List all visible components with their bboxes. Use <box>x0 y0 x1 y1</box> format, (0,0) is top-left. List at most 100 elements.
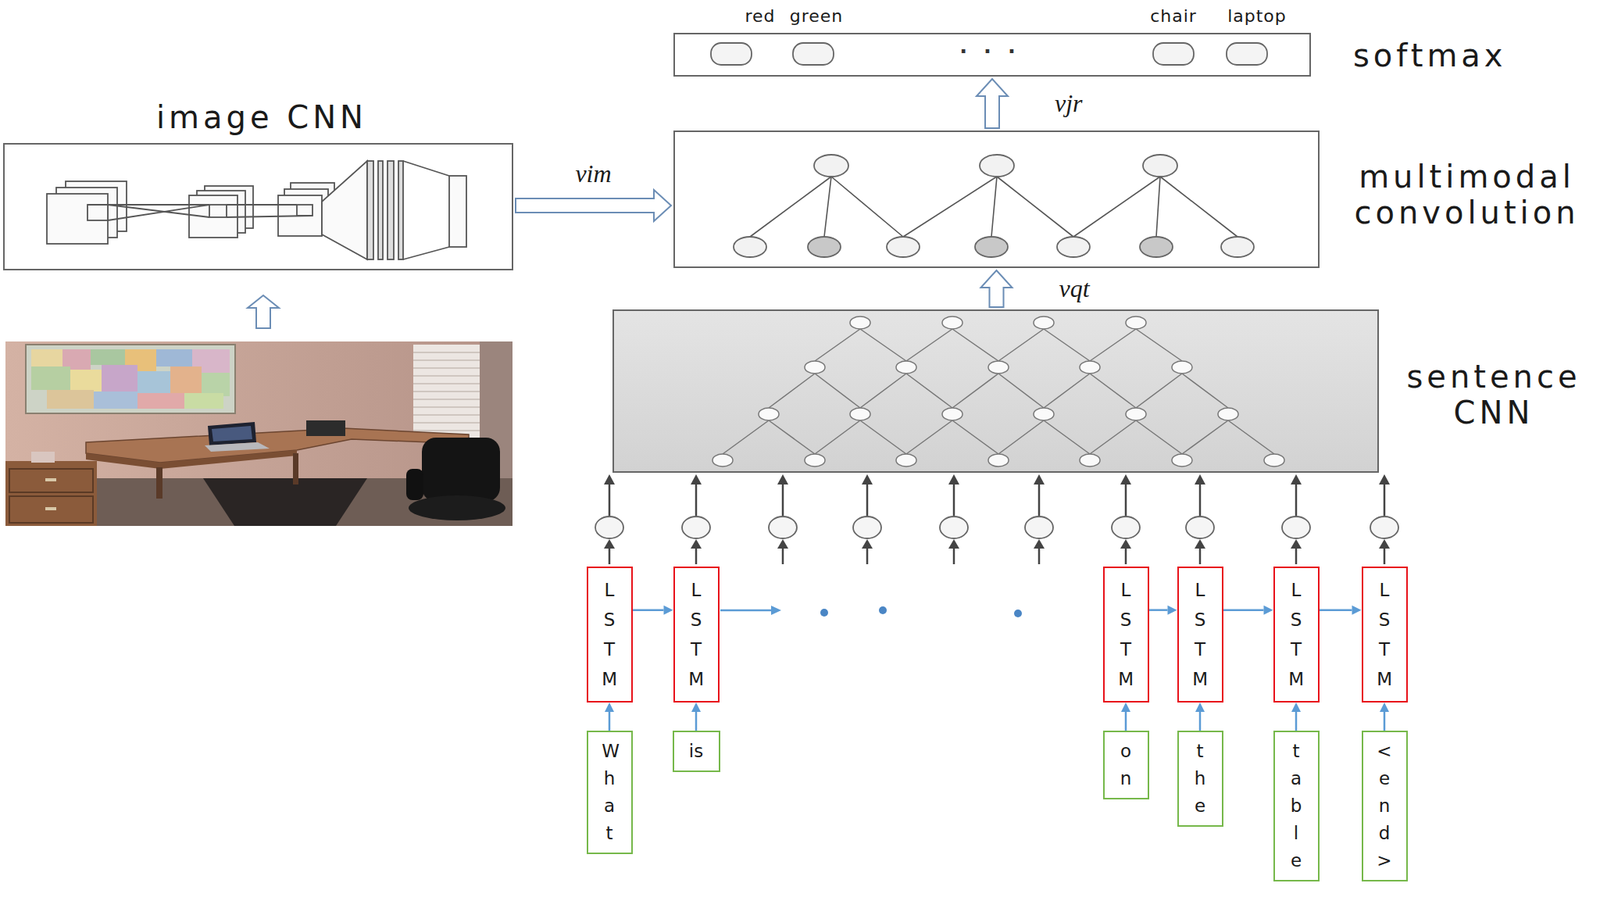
word-label: on <box>1117 737 1134 793</box>
multimodal-tree <box>886 236 920 258</box>
room-photo <box>101 364 138 392</box>
arrow-head <box>1167 605 1178 615</box>
embedding-circles <box>853 516 882 539</box>
softmax-units <box>792 42 834 65</box>
sentence-cnn-lattice <box>988 453 1009 467</box>
sentence-cnn-lattice <box>942 407 963 421</box>
sequence-arrow <box>1223 605 1274 615</box>
cnn-illustration <box>87 204 210 221</box>
room-photo <box>85 453 161 469</box>
multimodal-tree <box>807 236 841 258</box>
arrow-heads <box>948 474 960 485</box>
arrow-heads <box>948 539 960 549</box>
class-label: green <box>789 6 844 26</box>
word-label: table <box>1288 737 1304 875</box>
room-photo <box>204 442 270 452</box>
arrow-head <box>1195 702 1205 712</box>
sequence-arrow <box>1195 702 1205 731</box>
sentence-cnn-lattice <box>1033 407 1054 421</box>
arrow-heads <box>777 539 789 549</box>
arrow-line <box>1149 608 1168 611</box>
box-title: multimodal convolution <box>1338 158 1596 231</box>
arrow-heads <box>1378 474 1390 485</box>
arrow-heads <box>1033 539 1045 549</box>
arrow-line <box>1199 711 1202 731</box>
vector-label: νqt <box>1059 274 1090 304</box>
room-photo <box>160 450 297 469</box>
cnn-illustration <box>398 160 404 260</box>
arrow-heads <box>1290 474 1302 485</box>
embedding-circles <box>1282 516 1311 539</box>
arrow-heads <box>1290 539 1302 549</box>
sentence-cnn-lattice <box>1033 316 1054 329</box>
cell-label: LSTM <box>1288 575 1304 694</box>
multimodal-tree <box>814 154 849 177</box>
cell-label: LSTM <box>1117 575 1134 694</box>
cnn-illustration <box>378 160 383 260</box>
word-label: <end> <box>1376 737 1393 875</box>
sentence-cnn-lattice <box>722 328 1275 454</box>
sentence-cnn-lattice <box>804 360 825 374</box>
arrow-line <box>695 711 698 731</box>
room-photo <box>45 478 57 482</box>
room-photo <box>156 349 193 367</box>
room-photo <box>5 460 97 526</box>
recurrence-continuation <box>720 609 772 612</box>
cnn-illustration <box>321 160 368 260</box>
softmax-units <box>710 42 752 65</box>
multimodal-tree <box>979 154 1015 177</box>
room-photo <box>413 344 480 441</box>
sentence-cnn-lattice <box>1125 407 1147 421</box>
room-photo <box>90 349 125 365</box>
recurrence-continuation <box>820 608 829 617</box>
hollow-arrow-shape <box>515 189 672 222</box>
room-photo <box>31 451 55 463</box>
hollow-arrow-connector <box>981 270 1013 308</box>
sentence-cnn-lattice <box>942 316 963 329</box>
sentence-cnn-fill <box>613 310 1379 472</box>
lstm-cell: LSTM <box>1273 566 1320 703</box>
multimodal-tree <box>1142 154 1178 177</box>
lstm-cell: LSTM <box>586 566 633 703</box>
arrow-heads <box>1194 474 1206 485</box>
arrow-heads <box>1120 474 1132 485</box>
recurrence-continuation <box>1014 609 1022 618</box>
room-photo <box>170 366 202 393</box>
sentence-cnn-lattice <box>712 316 1285 467</box>
embedding-circles <box>768 516 797 539</box>
sentence-cnn-lattice <box>712 316 1285 467</box>
lstm-cell: LSTM <box>1361 566 1408 703</box>
arrow-head <box>1121 702 1131 712</box>
arrow-heads <box>690 474 702 485</box>
arrow-heads <box>777 474 789 485</box>
sentence-cnn-lattice <box>1079 453 1100 467</box>
arrow-head <box>1352 605 1362 615</box>
embedding-circles <box>595 516 1399 539</box>
sentence-cnn-lattice <box>850 407 871 421</box>
vector-label: νim <box>575 159 611 189</box>
multimodal-tree <box>1057 236 1090 258</box>
arrow-line <box>608 711 611 731</box>
cnn-illustration <box>367 160 374 260</box>
arrow-head <box>664 605 674 615</box>
multimodal-convolution-box: multimodal convolution <box>673 130 1320 268</box>
hollow-arrow-connector <box>515 189 672 222</box>
word-token-box: table <box>1273 730 1320 882</box>
room-photo <box>413 352 480 431</box>
sequence-arrow <box>1121 702 1131 731</box>
sentence-cnn-lattice <box>1171 453 1193 467</box>
embedding-circles <box>939 516 968 539</box>
embedding-circles <box>1111 516 1140 539</box>
cnn-illustration <box>46 193 108 244</box>
embedding-circles <box>1185 516 1215 539</box>
room-photo <box>421 437 500 502</box>
multimodal-tree <box>1221 236 1254 258</box>
arrow-line <box>1319 608 1353 611</box>
multimodal-tree <box>1139 236 1173 258</box>
sentence-cnn-lattice <box>1125 316 1147 329</box>
arrow-heads <box>690 539 702 549</box>
arrow-line <box>632 608 665 611</box>
cell-label: LSTM <box>1376 575 1393 694</box>
sentence-cnn-lattice <box>988 360 1009 374</box>
room-photo <box>184 392 224 409</box>
